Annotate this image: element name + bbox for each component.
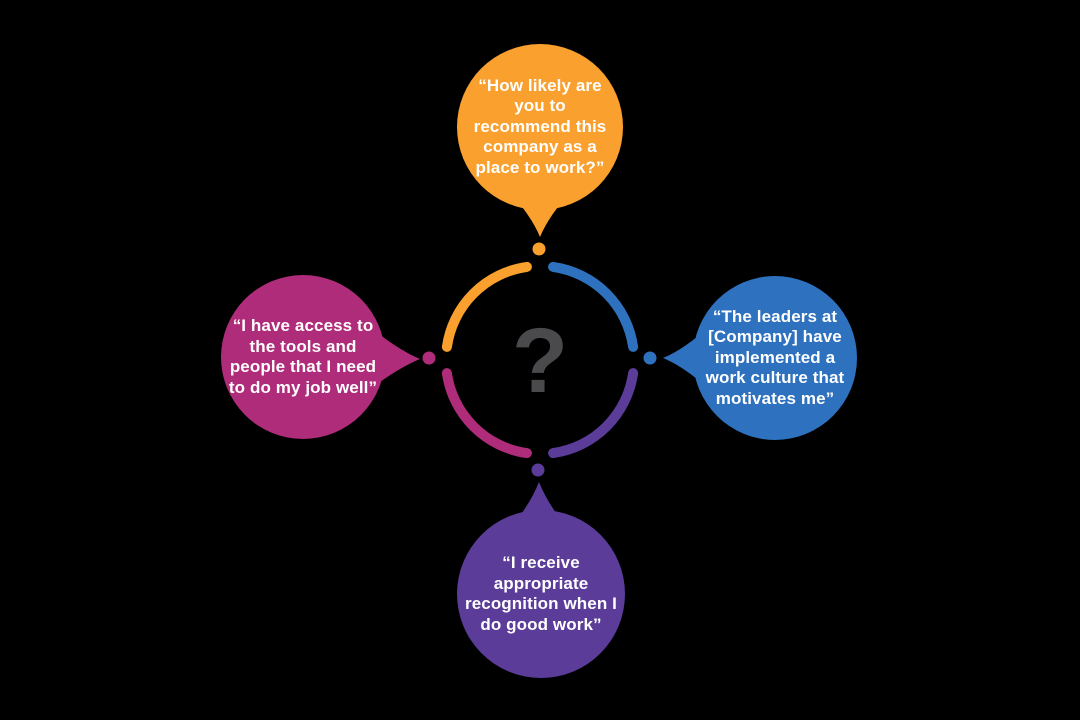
bubble-left-text: “I have access to the tools and people t… [211, 275, 395, 439]
speech-bubble-bottom [457, 463, 625, 678]
bubble-left-line: to do my job well” [228, 377, 378, 397]
connector-dot-left [422, 351, 436, 365]
speech-bubble-right-body [693, 276, 857, 440]
bubble-right-line: implemented a [714, 347, 836, 367]
connector-dot-right [643, 351, 657, 365]
bubble-left-line: “I have access to [232, 316, 374, 335]
bubble-right-line: motivates me” [715, 388, 835, 408]
connector-dot-bottom [531, 463, 545, 477]
ring-arc-bottom-right [548, 368, 639, 459]
bubble-right-line: “The leaders at [712, 306, 838, 326]
ring-arc-top-left [441, 261, 532, 352]
bubble-top-line: recommend this [473, 116, 607, 136]
speech-bubble-left-body [221, 275, 385, 439]
speech-bubble-top-body [457, 44, 623, 210]
bubble-top-line: you to [514, 96, 566, 116]
bubble-bottom-text: “I receive appropriate recognition when … [449, 510, 633, 678]
bubble-top-line: “How likely are [478, 75, 602, 95]
bubble-left-line: people that I need [229, 357, 377, 376]
bubble-bottom-line: do good work” [480, 614, 602, 634]
bubble-top-line: company as a [483, 137, 597, 157]
bubble-bottom-line: recognition when I [465, 594, 617, 613]
ring-arc-top-right [548, 261, 639, 352]
speech-bubble-left [221, 275, 436, 439]
center-ring [441, 261, 639, 459]
bubble-bottom-line: “I receive [502, 553, 580, 572]
speech-bubble-right [643, 276, 857, 440]
ring-arc-bottom-left [441, 368, 532, 459]
bubble-right-line: [Company] have [708, 327, 842, 347]
connector-dot-top [532, 242, 546, 256]
bubble-top-text: “How likely are you to recommend this co… [448, 44, 632, 210]
bubble-top-line: place to work?” [475, 157, 605, 177]
speech-bubble-bottom-body [457, 510, 625, 678]
bubble-left-line: the tools and [249, 336, 357, 356]
question-mark: ? [512, 310, 568, 412]
bubble-right-line: work culture that [705, 368, 845, 388]
speech-bubble-top [457, 44, 623, 256]
bubble-right-text: “The leaders at [Company] have implement… [683, 276, 867, 440]
bubble-bottom-line: appropriate [493, 573, 589, 593]
